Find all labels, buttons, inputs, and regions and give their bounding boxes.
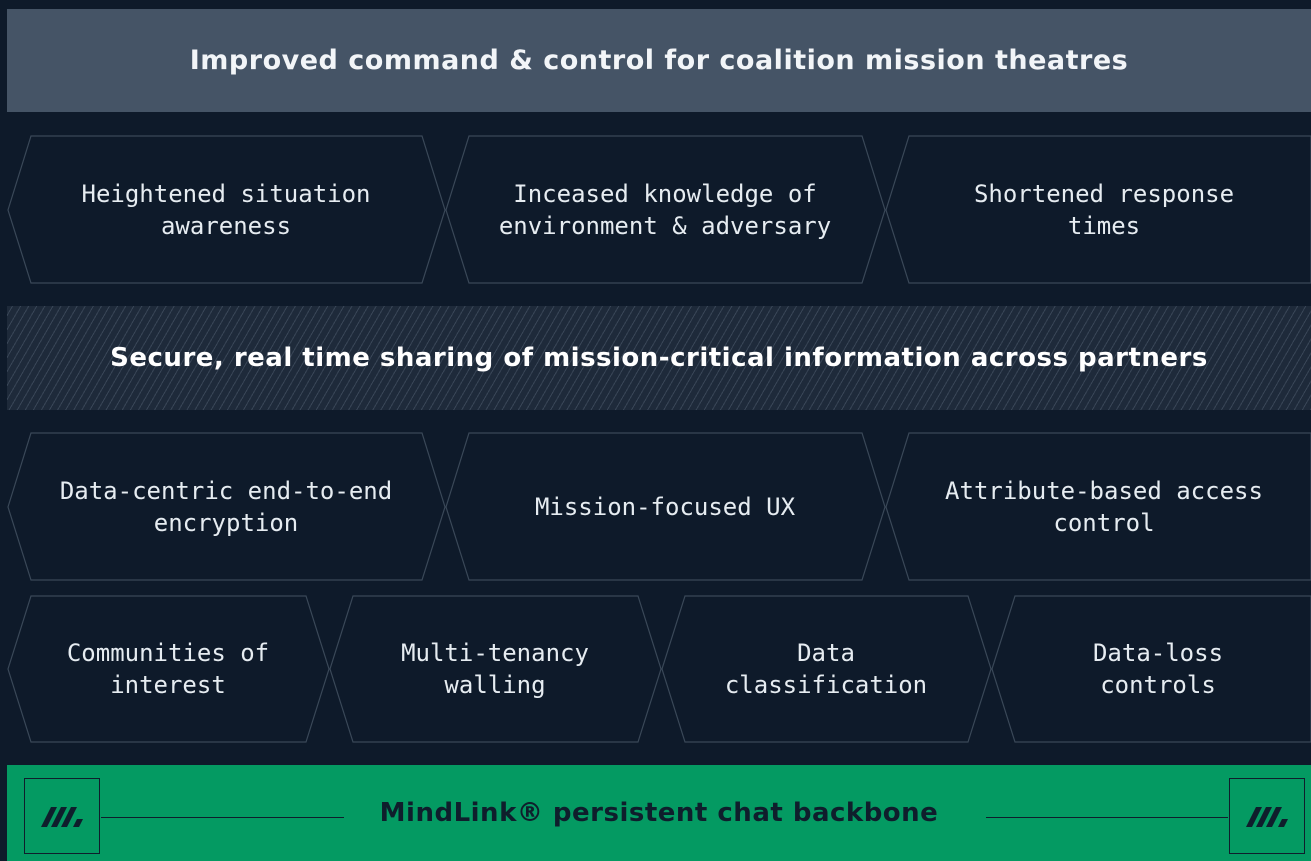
hex-capability-7 bbox=[991, 595, 1311, 743]
capability-1-line2: encryption bbox=[153, 508, 299, 537]
outcome-1-line1: Heightened situation bbox=[81, 179, 371, 208]
capability-7-line2: controls bbox=[1100, 671, 1216, 699]
capability-6-line2: classification bbox=[724, 671, 928, 699]
capability-4-line2: interest bbox=[110, 671, 226, 699]
outcome-2-line2: environment & adversary bbox=[498, 211, 832, 240]
hex-capability-6 bbox=[661, 595, 992, 743]
capability-2-line1: Mission-focused UX bbox=[534, 492, 796, 521]
capability-data-loss: Data-loss controls bbox=[1014, 596, 1302, 742]
hex-outcome-3 bbox=[885, 135, 1311, 284]
bottom-rule-right bbox=[986, 817, 1228, 818]
capability-4-line1: Communities of bbox=[66, 639, 270, 667]
outcome-situation-awareness: Heightened situation awareness bbox=[30, 136, 422, 283]
middle-banner: Secure, real time sharing of mission-cri… bbox=[7, 306, 1311, 410]
mindlink-logo-icon bbox=[24, 778, 100, 854]
bottom-rule-left bbox=[101, 817, 344, 818]
outcome-2-line1: Inceased knowledge of bbox=[513, 179, 817, 208]
hex-capability-5 bbox=[329, 595, 662, 743]
mindlink-logo-icon bbox=[1229, 778, 1305, 854]
capability-5-line2: walling bbox=[444, 671, 546, 699]
capability-encryption: Data-centric end-to-end encryption bbox=[30, 433, 422, 580]
capability-3-line2: control bbox=[1053, 508, 1155, 537]
mindlink-logo-icon bbox=[1246, 807, 1288, 827]
capability-6-line1: Data bbox=[797, 639, 855, 667]
top-banner: Improved command & control for coalition… bbox=[7, 9, 1311, 112]
hex-capability-2 bbox=[445, 432, 886, 581]
capability-7-line1: Data-loss bbox=[1092, 639, 1224, 667]
outcome-knowledge: Inceased knowledge of environment & adver… bbox=[468, 136, 862, 283]
hex-capability-4 bbox=[7, 595, 330, 743]
outcome-3-line1: Shortened response bbox=[973, 179, 1235, 208]
middle-banner-title: Secure, real time sharing of mission-cri… bbox=[110, 343, 1208, 373]
capability-3-line1: Attribute-based access bbox=[945, 476, 1263, 505]
capability-classification: Data classification bbox=[684, 596, 968, 742]
capability-access-control: Attribute-based access control bbox=[908, 433, 1300, 580]
top-banner-title: Improved command & control for coalition… bbox=[189, 45, 1129, 76]
capability-communities: Communities of interest bbox=[30, 596, 306, 742]
capability-1-line1: Data-centric end-to-end bbox=[59, 476, 393, 505]
bottom-banner: MindLink® persistent chat backbone bbox=[7, 765, 1311, 861]
capability-5-line1: Multi-tenancy bbox=[401, 639, 589, 667]
hex-capability-3 bbox=[885, 432, 1311, 581]
outcome-1-line2: awareness bbox=[160, 211, 292, 240]
capability-multi-tenancy: Multi-tenancy walling bbox=[352, 596, 638, 742]
capability-mission-ux: Mission-focused UX bbox=[468, 433, 862, 580]
hex-outcome-2 bbox=[445, 135, 886, 284]
outcome-3-line2: times bbox=[1067, 211, 1141, 240]
outcome-response-times: Shortened response times bbox=[908, 136, 1300, 283]
hex-outcome-1 bbox=[7, 135, 446, 284]
hex-capability-1 bbox=[7, 432, 446, 581]
bottom-banner-title: MindLink® persistent chat backbone bbox=[379, 798, 939, 828]
mindlink-logo-icon bbox=[41, 807, 83, 827]
